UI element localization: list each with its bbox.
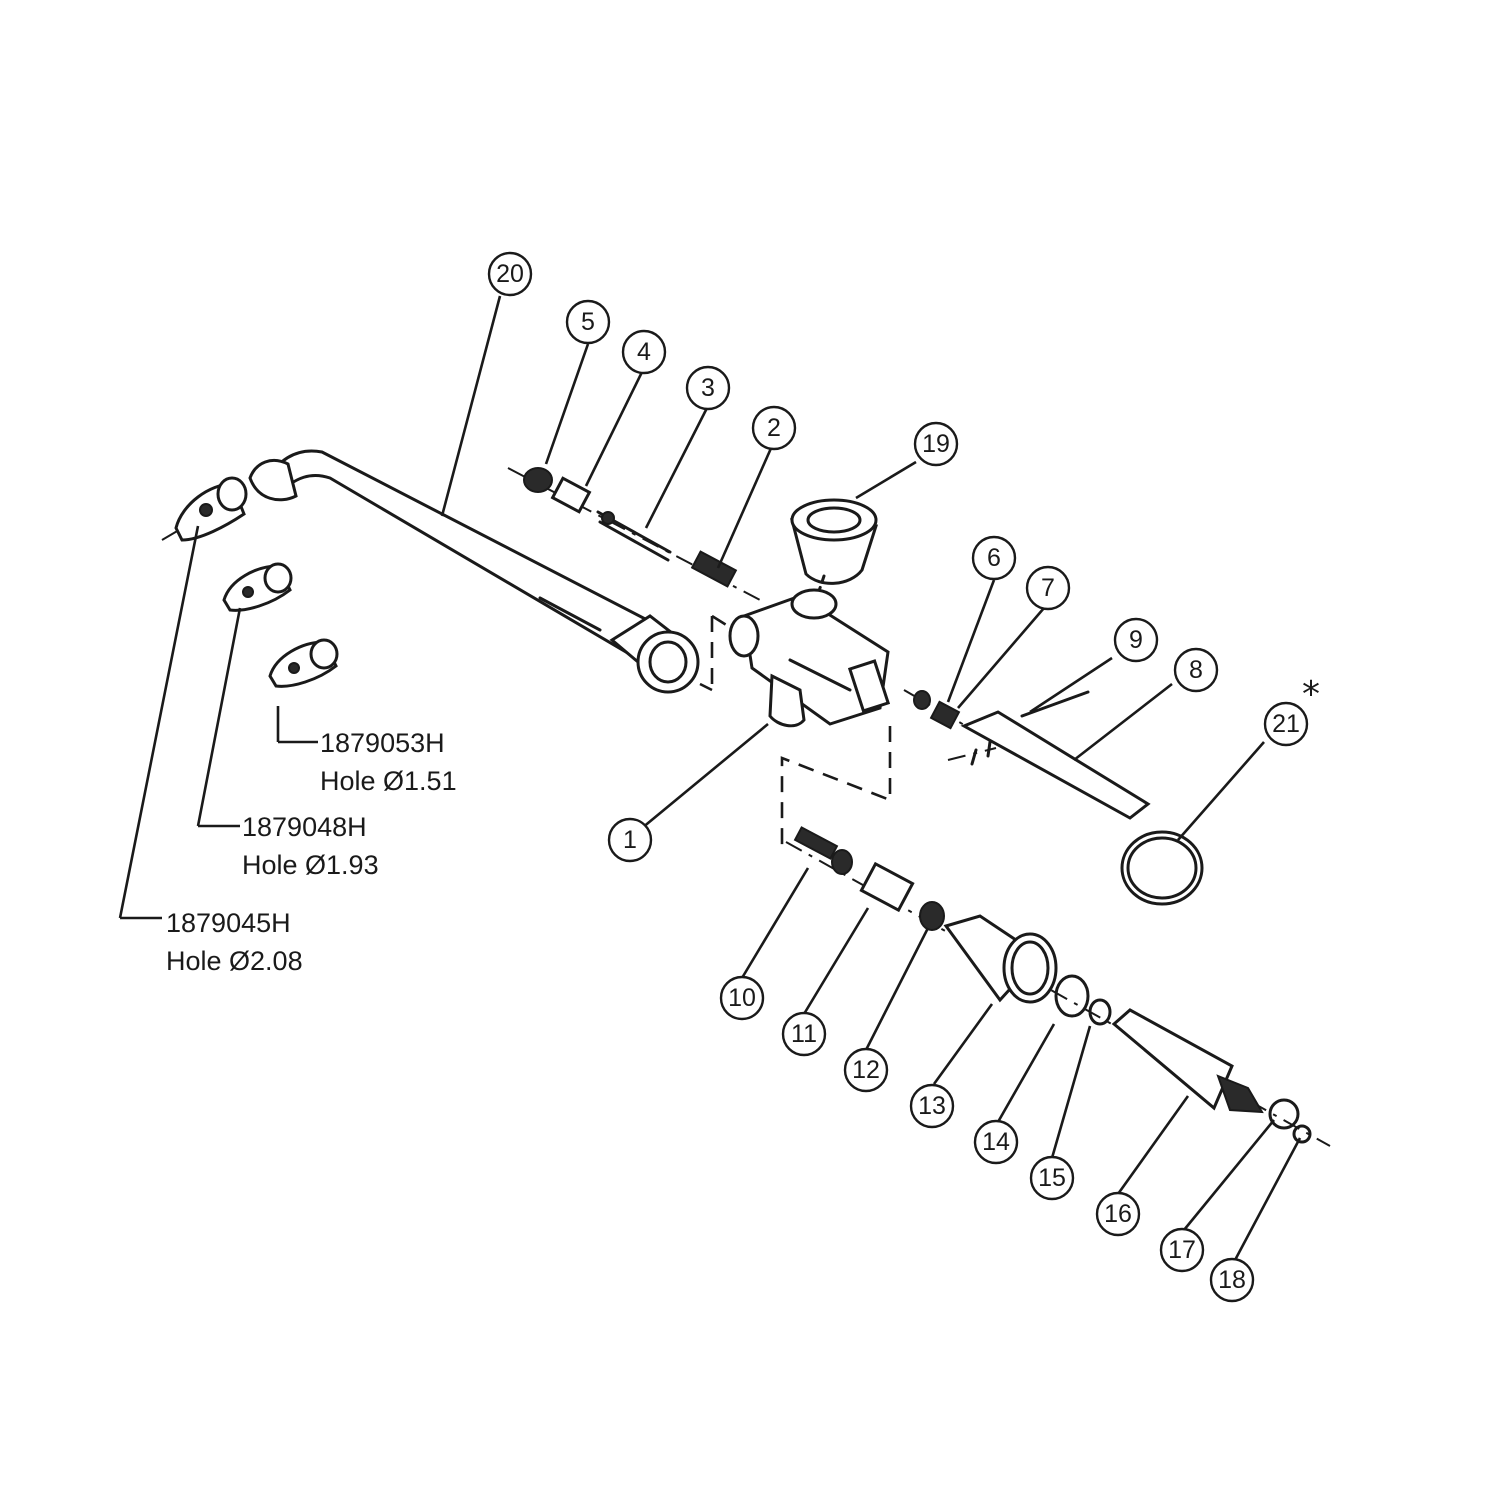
bubble-2: 2 <box>751 405 797 451</box>
svg-text:16: 16 <box>1104 1200 1132 1228</box>
svg-text:21: 21 <box>1272 710 1300 738</box>
part-16-valve <box>1111 1008 1234 1111</box>
bubble-3: 3 <box>685 365 731 411</box>
tip-part-number: 1879048H <box>242 812 367 842</box>
part-2-spring <box>690 550 738 588</box>
part-20-tube <box>248 449 700 694</box>
part-17-ring <box>1268 1098 1300 1130</box>
bubble-21: 21 <box>1263 701 1309 747</box>
part-19-cup <box>790 498 879 602</box>
svg-text:18: 18 <box>1218 1266 1246 1294</box>
part-9-pin <box>1020 690 1090 718</box>
svg-text:10: 10 <box>728 984 756 1012</box>
callout-1879045H: 1879045H Hole Ø2.08 <box>166 908 303 976</box>
bubble-4: 4 <box>621 329 667 375</box>
tip-1879053H <box>268 638 339 688</box>
svg-text:5: 5 <box>581 308 595 336</box>
part-4-sleeve <box>550 476 592 514</box>
svg-text:9: 9 <box>1129 626 1143 654</box>
bubble-11: 11 <box>781 1011 827 1057</box>
svg-text:3: 3 <box>701 374 715 402</box>
part-15-ring <box>1088 998 1112 1026</box>
svg-text:2: 2 <box>767 414 781 442</box>
part-12-washer <box>919 901 945 931</box>
align-dash-lower <box>780 726 892 848</box>
tip-part-number: 1879053H <box>320 728 445 758</box>
part-21-oring <box>1120 830 1204 906</box>
bubble-9: 9 <box>1113 617 1159 663</box>
bubble-6: 6 <box>971 535 1017 581</box>
tip-hole-size: Hole Ø1.51 <box>320 766 457 796</box>
tip-hole-size: Hole Ø2.08 <box>166 946 303 976</box>
part-14-ring <box>1054 974 1090 1018</box>
callout-1879048H: 1879048H Hole Ø1.93 <box>242 812 379 880</box>
lower-assembly <box>785 826 1331 1147</box>
tip-1879048H <box>222 562 293 612</box>
part-8-lever <box>960 710 1151 820</box>
part-18-ring <box>1292 1124 1312 1144</box>
svg-text:14: 14 <box>982 1128 1010 1156</box>
svg-text:4: 4 <box>637 338 651 366</box>
bubble-10: 10 <box>719 975 765 1021</box>
bubble-14: 14 <box>973 1119 1019 1165</box>
svg-text:13: 13 <box>918 1092 946 1120</box>
svg-text:1: 1 <box>623 826 637 854</box>
leader-lines <box>118 295 1302 1263</box>
lever-assembly <box>903 689 1151 820</box>
upper-stem-assembly <box>507 467 761 601</box>
bubble-12: 12 <box>843 1047 889 1093</box>
svg-text:11: 11 <box>791 1020 817 1048</box>
align-dash-upper <box>699 614 729 692</box>
bubble-8: 8 <box>1173 647 1219 693</box>
svg-text:19: 19 <box>922 430 950 458</box>
callout-1879053H: 1879053H Hole Ø1.51 <box>320 728 457 796</box>
svg-text:7: 7 <box>1041 574 1055 602</box>
part-10-pin <box>793 826 839 860</box>
part-1-body <box>728 588 891 728</box>
part-7-bushing <box>929 700 961 730</box>
svg-text:12: 12 <box>852 1056 880 1084</box>
bubble-7: 7 <box>1025 565 1071 611</box>
svg-text:8: 8 <box>1189 656 1203 684</box>
bubble-17: 17 <box>1159 1227 1205 1273</box>
tip-hole-size: Hole Ø1.93 <box>242 850 379 880</box>
bubble-18: 18 <box>1209 1257 1255 1303</box>
svg-text:20: 20 <box>496 260 524 288</box>
bubble-1: 1 <box>607 817 653 863</box>
part-11-bushing <box>859 861 915 913</box>
svg-text:17: 17 <box>1168 1236 1196 1264</box>
part-5-nut <box>523 467 553 493</box>
tip-on-tube <box>161 476 248 542</box>
part-6-washer <box>913 690 931 710</box>
tip-part-number: 1879045H <box>166 908 291 938</box>
bubble-19: 19 <box>913 421 959 467</box>
bubble-16: 16 <box>1095 1191 1141 1237</box>
asterisk-note: * <box>1302 674 1320 715</box>
bubble-13: 13 <box>909 1083 955 1129</box>
svg-text:6: 6 <box>987 544 1001 572</box>
bubble-5: 5 <box>565 299 611 345</box>
bubble-15: 15 <box>1029 1155 1075 1201</box>
bubble-20: 20 <box>487 251 533 297</box>
svg-text:15: 15 <box>1038 1164 1066 1192</box>
